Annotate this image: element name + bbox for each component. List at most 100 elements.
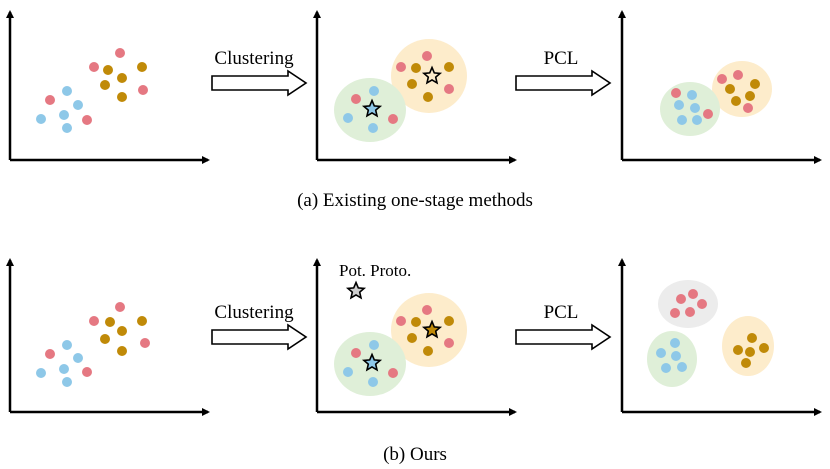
hollow-arrow: [211, 69, 308, 97]
caption-a: (a) Existing one-stage methods: [297, 190, 533, 211]
blue-point: [687, 90, 697, 100]
prototype-star-icon: [361, 98, 383, 118]
gold-point: [103, 65, 113, 75]
pink-point: [676, 294, 686, 304]
blue-point: [343, 113, 353, 123]
pink-point: [138, 85, 148, 95]
gold-point: [423, 92, 433, 102]
arrow-clustering-a: Clustering: [211, 48, 308, 97]
blue-point: [674, 100, 684, 110]
hollow-arrow: [211, 323, 308, 351]
blue-point: [59, 364, 69, 374]
pink-point: [89, 62, 99, 72]
green-cluster-region: [660, 82, 720, 136]
gold-point: [100, 334, 110, 344]
pink-point: [89, 316, 99, 326]
blue-point: [59, 110, 69, 120]
gold-point: [741, 358, 751, 368]
pink-point: [351, 94, 361, 104]
blue-point: [73, 353, 83, 363]
blue-point: [690, 103, 700, 113]
potential-prototype-label: Pot. Proto.: [339, 261, 411, 280]
pink-point: [388, 368, 398, 378]
blue-point: [62, 123, 72, 133]
gold-point: [117, 92, 127, 102]
arrow-label: Clustering: [214, 302, 294, 323]
yellow-cluster-region: [712, 61, 772, 117]
gold-point: [411, 63, 421, 73]
row-b: Clustering Pot. Proto.: [6, 258, 822, 465]
pink-point: [115, 48, 125, 58]
pink-point: [703, 109, 713, 119]
pink-point: [396, 62, 406, 72]
blue-point: [73, 100, 83, 110]
potential-prototype-star-icon: [345, 280, 367, 300]
gray-cluster-region: [658, 280, 718, 328]
prototype-star-icon: [361, 352, 383, 372]
arrow-pcl-b: PCL: [515, 302, 612, 351]
pink-point: [422, 51, 432, 61]
gold-point: [117, 346, 127, 356]
pink-point: [444, 338, 454, 348]
pink-point: [388, 114, 398, 124]
pink-point: [422, 305, 432, 315]
panel-a3: [618, 10, 822, 164]
blue-point: [656, 348, 666, 358]
blue-point: [36, 368, 46, 378]
hollow-arrow: [515, 323, 612, 351]
gold-point: [423, 346, 433, 356]
blue-point: [677, 362, 687, 372]
gold-point: [444, 62, 454, 72]
pink-point: [743, 103, 753, 113]
gold-point: [731, 96, 741, 106]
caption-b: (b) Ours: [383, 444, 447, 465]
arrow-label: PCL: [544, 48, 579, 69]
pink-point: [717, 74, 727, 84]
blue-point: [661, 363, 671, 373]
pink-point: [396, 316, 406, 326]
blue-point: [368, 123, 378, 133]
gold-point: [745, 347, 755, 357]
gold-point: [745, 91, 755, 101]
pink-point: [351, 348, 361, 358]
panel-a2: [313, 10, 517, 164]
yellow-cluster-region: [722, 316, 774, 376]
blue-point: [369, 86, 379, 96]
panel-b2: Pot. Proto.: [313, 258, 517, 416]
prototype-star-icon: [421, 65, 443, 85]
pink-point: [671, 88, 681, 98]
blue-point: [369, 340, 379, 350]
arrow-pcl-a: PCL: [515, 48, 612, 97]
blue-point: [36, 114, 46, 124]
pink-point: [140, 338, 150, 348]
gold-point: [105, 317, 115, 327]
blue-point: [62, 86, 72, 96]
gold-point: [117, 326, 127, 336]
pink-point: [45, 349, 55, 359]
gold-point: [407, 79, 417, 89]
arrow-label: PCL: [544, 302, 579, 323]
gold-point: [759, 343, 769, 353]
gold-point: [407, 333, 417, 343]
blue-point: [62, 340, 72, 350]
arrow-clustering-b: Clustering: [211, 302, 308, 351]
gold-point: [747, 333, 757, 343]
pink-point: [82, 367, 92, 377]
panel-b3: [618, 258, 822, 416]
gold-point: [733, 345, 743, 355]
gold-point: [725, 84, 735, 94]
pink-point: [45, 95, 55, 105]
panel-a1: [6, 10, 210, 164]
gold-point: [100, 80, 110, 90]
prototype-star-icon: [421, 319, 443, 339]
blue-point: [671, 351, 681, 361]
gold-point: [750, 79, 760, 89]
gold-point: [411, 317, 421, 327]
pink-point: [115, 302, 125, 312]
blue-point: [62, 377, 72, 387]
gold-point: [117, 73, 127, 83]
gold-point: [137, 316, 147, 326]
gold-point: [444, 316, 454, 326]
pink-point: [733, 70, 743, 80]
